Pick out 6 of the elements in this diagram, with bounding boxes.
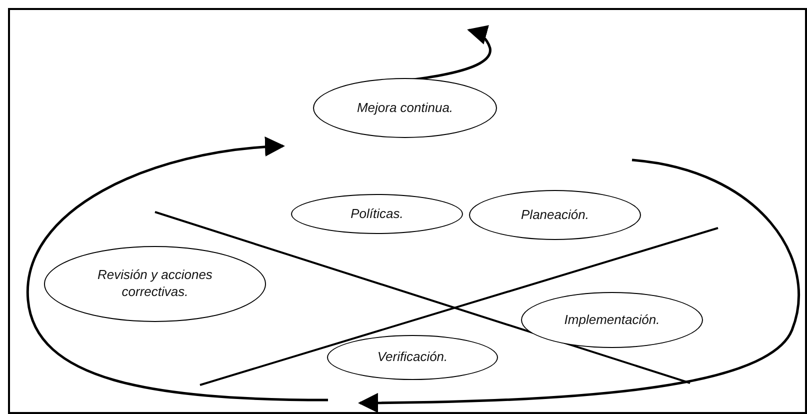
- node-label: Verificación.: [377, 349, 448, 366]
- node-label: Planeación.: [521, 206, 589, 224]
- node-label: Políticas.: [350, 206, 404, 222]
- node-label: Mejora continua.: [356, 100, 454, 116]
- node-label: Revisión y acciones correctivas.: [96, 267, 214, 301]
- node-label: Implementación.: [564, 312, 660, 328]
